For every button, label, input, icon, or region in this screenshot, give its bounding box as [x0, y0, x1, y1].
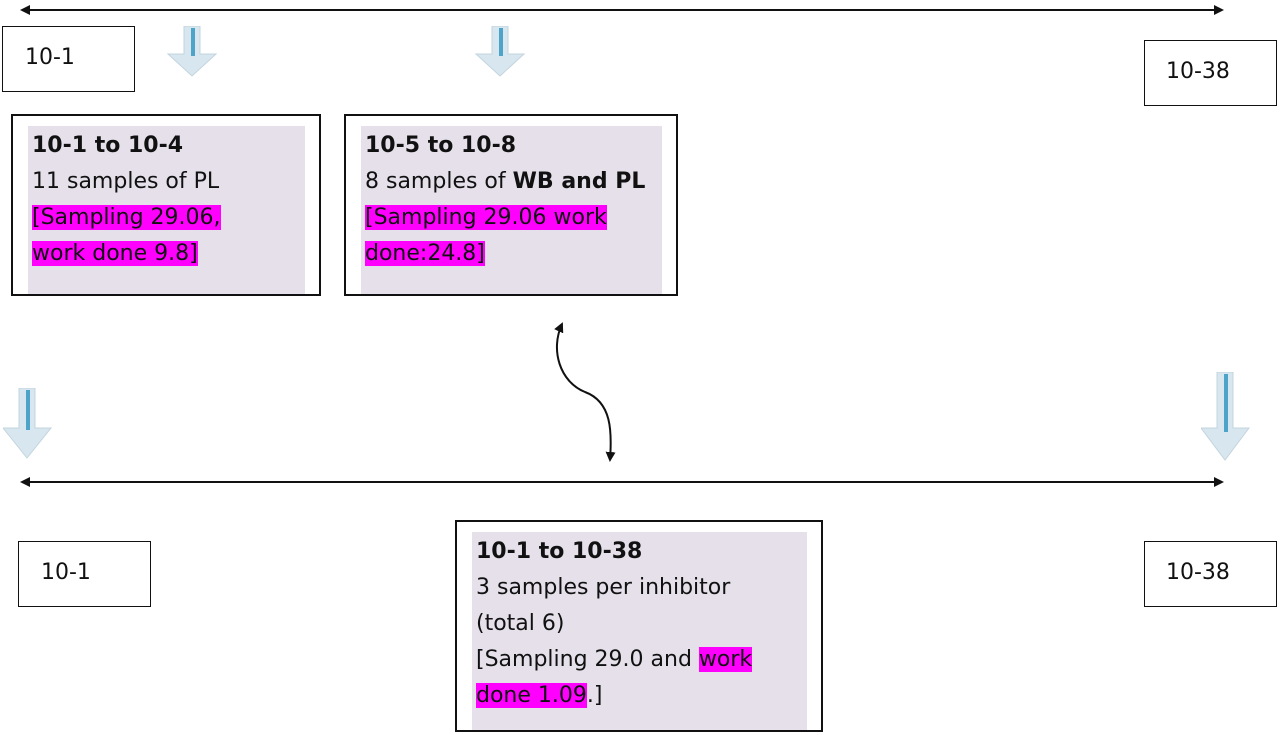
highlighted-text: done:24.8] — [365, 241, 485, 266]
down-arrow-icon — [166, 26, 218, 77]
info-box-10-5-to-10-8: 10-5 to 10-8 8 samples of WB and PL [Sam… — [344, 114, 678, 296]
highlighted-text: [Sampling 29.06, — [32, 205, 221, 230]
bottom-start-label-box: 10-1 — [18, 541, 151, 607]
top-end-label: 10-38 — [1166, 59, 1230, 84]
top-end-label-box: 10-38 — [1144, 40, 1277, 106]
info-box-line: [Sampling 29.0 and — [476, 647, 699, 672]
bottom-end-label-box: 10-38 — [1144, 541, 1277, 607]
down-arrow-icon — [3, 388, 53, 459]
info-box-fill: 10-5 to 10-8 8 samples of WB and PL [Sam… — [361, 126, 662, 294]
top-start-label-box: 10-1 — [2, 26, 135, 92]
info-box-fill: 10-1 to 10-4 11 samples of PL [Sampling … — [28, 126, 305, 294]
highlighted-text: done 1.09 — [476, 683, 587, 708]
curved-double-arrow-icon — [554, 322, 616, 462]
info-box-title: 10-5 to 10-8 — [365, 133, 517, 158]
highlighted-text: work done 9.8] — [32, 241, 198, 266]
bottom-start-label: 10-1 — [41, 560, 91, 585]
info-box-line: .] — [586, 683, 603, 708]
info-box-10-1-to-10-4: 10-1 to 10-4 11 samples of PL [Sampling … — [11, 114, 321, 296]
info-box-bold-text: WB and PL — [512, 169, 646, 194]
info-box-line: 8 samples of — [365, 169, 513, 194]
info-box-line: (total 6) — [476, 611, 565, 636]
down-arrow-icon — [474, 26, 526, 77]
top-start-label: 10-1 — [25, 45, 75, 70]
info-box-title: 10-1 to 10-4 — [32, 133, 184, 158]
info-box-line: 3 samples per inhibitor — [476, 575, 731, 600]
info-box-fill: 10-1 to 10-38 3 samples per inhibitor (t… — [472, 532, 807, 730]
highlighted-text: work — [698, 647, 753, 672]
down-arrow-icon — [1201, 372, 1250, 461]
info-box-line: 11 samples of PL — [32, 169, 220, 194]
info-box-title: 10-1 to 10-38 — [476, 539, 643, 564]
highlighted-text: [Sampling 29.06 work — [365, 205, 607, 230]
info-box-10-1-to-10-38: 10-1 to 10-38 3 samples per inhibitor (t… — [455, 520, 823, 732]
bottom-end-label: 10-38 — [1166, 560, 1230, 585]
